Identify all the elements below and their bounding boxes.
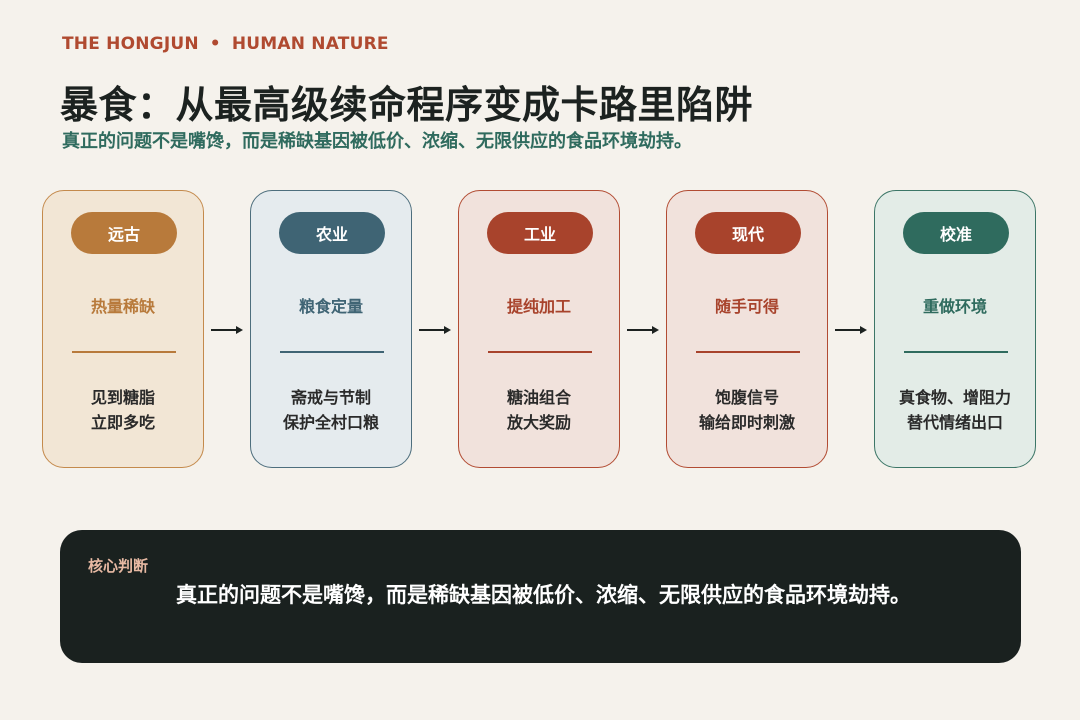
- kicker-separator: •: [209, 34, 221, 54]
- stage-tag: 现代: [695, 212, 801, 254]
- series-label: HUMAN NATURE: [231, 34, 389, 54]
- stage-divider: [72, 351, 176, 353]
- stage-divider: [488, 351, 592, 353]
- stage-line: 糖油组合: [506, 388, 571, 407]
- stage-card-industry: 工业 提纯加工 糖油组合 放大奖励: [458, 190, 620, 468]
- arrow-right-icon: [419, 326, 451, 334]
- stage-line: 立即多吃: [90, 413, 155, 432]
- stage-flow: 远古 热量稀缺 见到糖脂 立即多吃 农业 粮食定量 斋戒与节制 保护全村口粮 工…: [42, 190, 1036, 468]
- page-subtitle: 真正的问题不是嘴馋，而是稀缺基因被低价、浓缩、无限供应的食品环境劫持。: [62, 131, 692, 152]
- stage-card-ancient: 远古 热量稀缺 见到糖脂 立即多吃: [42, 190, 204, 468]
- stage-tag: 远古: [71, 212, 177, 254]
- stage-line: 放大奖励: [506, 413, 571, 432]
- arrow-right-icon: [835, 326, 867, 334]
- summary-text: 真正的问题不是嘴馋，而是稀缺基因被低价、浓缩、无限供应的食品环境劫持。: [176, 583, 911, 607]
- stage-line: 斋戒与节制: [290, 388, 371, 407]
- stage-tag: 校准: [903, 212, 1009, 254]
- stage-tag: 工业: [487, 212, 593, 254]
- stage-card-agriculture: 农业 粮食定量 斋戒与节制 保护全村口粮: [250, 190, 412, 468]
- stage-line: 真食物、增阻力: [898, 388, 1011, 407]
- stage-line: 保护全村口粮: [282, 413, 379, 432]
- brand-label: THE HONGJUN: [62, 34, 199, 54]
- stage-heading: 重做环境: [922, 297, 987, 316]
- arrow-right-icon: [627, 326, 659, 334]
- page-title: 暴食：从最高级续命程序变成卡路里陷阱: [60, 83, 754, 127]
- stage-divider: [904, 351, 1008, 353]
- arrow-right-icon: [211, 326, 243, 334]
- kicker: THE HONGJUN • HUMAN NATURE: [62, 34, 389, 54]
- stage-description: 糖油组合 放大奖励: [459, 385, 619, 435]
- stage-description: 饱腹信号 输给即时刺激: [667, 385, 827, 435]
- stage-description: 真食物、增阻力 替代情绪出口: [875, 385, 1035, 435]
- stage-description: 见到糖脂 立即多吃: [43, 385, 203, 435]
- stage-heading: 粮食定量: [298, 297, 363, 316]
- stage-heading: 提纯加工: [506, 297, 571, 316]
- stage-line: 替代情绪出口: [906, 413, 1003, 432]
- stage-heading: 热量稀缺: [90, 297, 155, 316]
- summary-label: 核心判断: [88, 557, 149, 575]
- stage-line: 见到糖脂: [90, 388, 155, 407]
- stage-line: 饱腹信号: [714, 388, 779, 407]
- stage-divider: [280, 351, 384, 353]
- stage-description: 斋戒与节制 保护全村口粮: [251, 385, 411, 435]
- stage-heading: 随手可得: [714, 297, 779, 316]
- stage-divider: [696, 351, 800, 353]
- stage-card-modern: 现代 随手可得 饱腹信号 输给即时刺激: [666, 190, 828, 468]
- stage-line: 输给即时刺激: [698, 413, 795, 432]
- stage-card-calibrate: 校准 重做环境 真食物、增阻力 替代情绪出口: [874, 190, 1036, 468]
- stage-tag: 农业: [279, 212, 385, 254]
- core-judgment-panel: 核心判断 真正的问题不是嘴馋，而是稀缺基因被低价、浓缩、无限供应的食品环境劫持。: [60, 530, 1021, 663]
